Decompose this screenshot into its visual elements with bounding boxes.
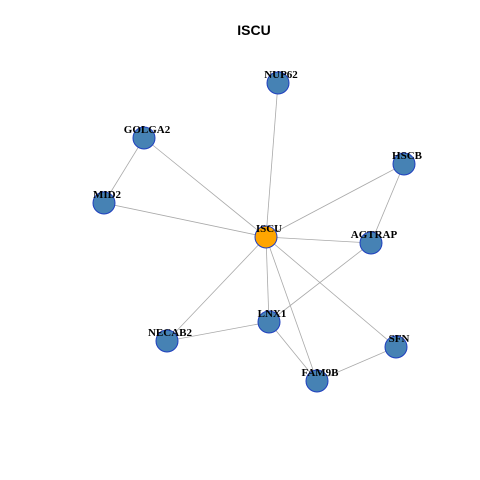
node-label: SFN: [389, 333, 410, 345]
edge-iscu-sfn: [265, 236, 397, 348]
node-label: MID2: [93, 189, 122, 201]
node-circle[interactable]: [359, 231, 383, 255]
node-label: LNX1: [258, 308, 287, 320]
node-circle[interactable]: [257, 310, 281, 334]
node-hscb[interactable]: HSCB: [392, 150, 423, 176]
node-circle[interactable]: [155, 329, 179, 353]
node-circle[interactable]: [254, 225, 278, 249]
node-label: AGTRAP: [351, 229, 398, 241]
node-circle[interactable]: [305, 369, 329, 393]
edge-layer: [103, 82, 405, 382]
node-golga2[interactable]: GOLGA2: [124, 124, 171, 150]
node-sfn[interactable]: SFN: [384, 333, 410, 359]
node-necab2[interactable]: NECAB2: [148, 327, 193, 353]
edge-lnx1-fam9b: [268, 321, 318, 382]
node-label: NECAB2: [148, 327, 193, 339]
edge-lnx1-necab2: [166, 321, 270, 342]
node-circle[interactable]: [92, 191, 116, 215]
node-circle[interactable]: [384, 335, 408, 359]
edge-golga2-mid2: [103, 137, 145, 204]
node-agtrap[interactable]: AGTRAP: [351, 229, 398, 255]
edge-iscu-mid2: [103, 202, 267, 238]
node-fam9b[interactable]: FAM9B: [301, 367, 339, 393]
edge-agtrap-lnx1: [268, 242, 372, 323]
node-nup62[interactable]: NUP62: [264, 69, 298, 95]
node-label: ISCU: [256, 223, 282, 235]
node-label: GOLGA2: [124, 124, 171, 136]
edge-iscu-agtrap: [265, 236, 372, 244]
node-iscu[interactable]: ISCU: [254, 223, 282, 249]
node-label: FAM9B: [301, 367, 339, 379]
node-label: HSCB: [392, 150, 423, 162]
edge-fam9b-sfn: [316, 346, 397, 382]
edge-iscu-hscb: [265, 163, 405, 238]
node-circle[interactable]: [392, 152, 416, 176]
node-label: NUP62: [264, 69, 298, 81]
node-lnx1[interactable]: LNX1: [257, 308, 287, 334]
node-circle[interactable]: [266, 71, 290, 95]
edge-hscb-agtrap: [370, 163, 405, 244]
graph-title: ISCU: [237, 22, 270, 38]
edge-iscu-golga2: [143, 137, 267, 238]
edge-iscu-nup62: [265, 82, 279, 238]
node-mid2[interactable]: MID2: [92, 189, 122, 215]
edge-iscu-necab2: [166, 236, 267, 342]
edge-iscu-lnx1: [265, 236, 270, 323]
edge-iscu-fam9b: [265, 236, 318, 382]
node-circle[interactable]: [132, 126, 156, 150]
